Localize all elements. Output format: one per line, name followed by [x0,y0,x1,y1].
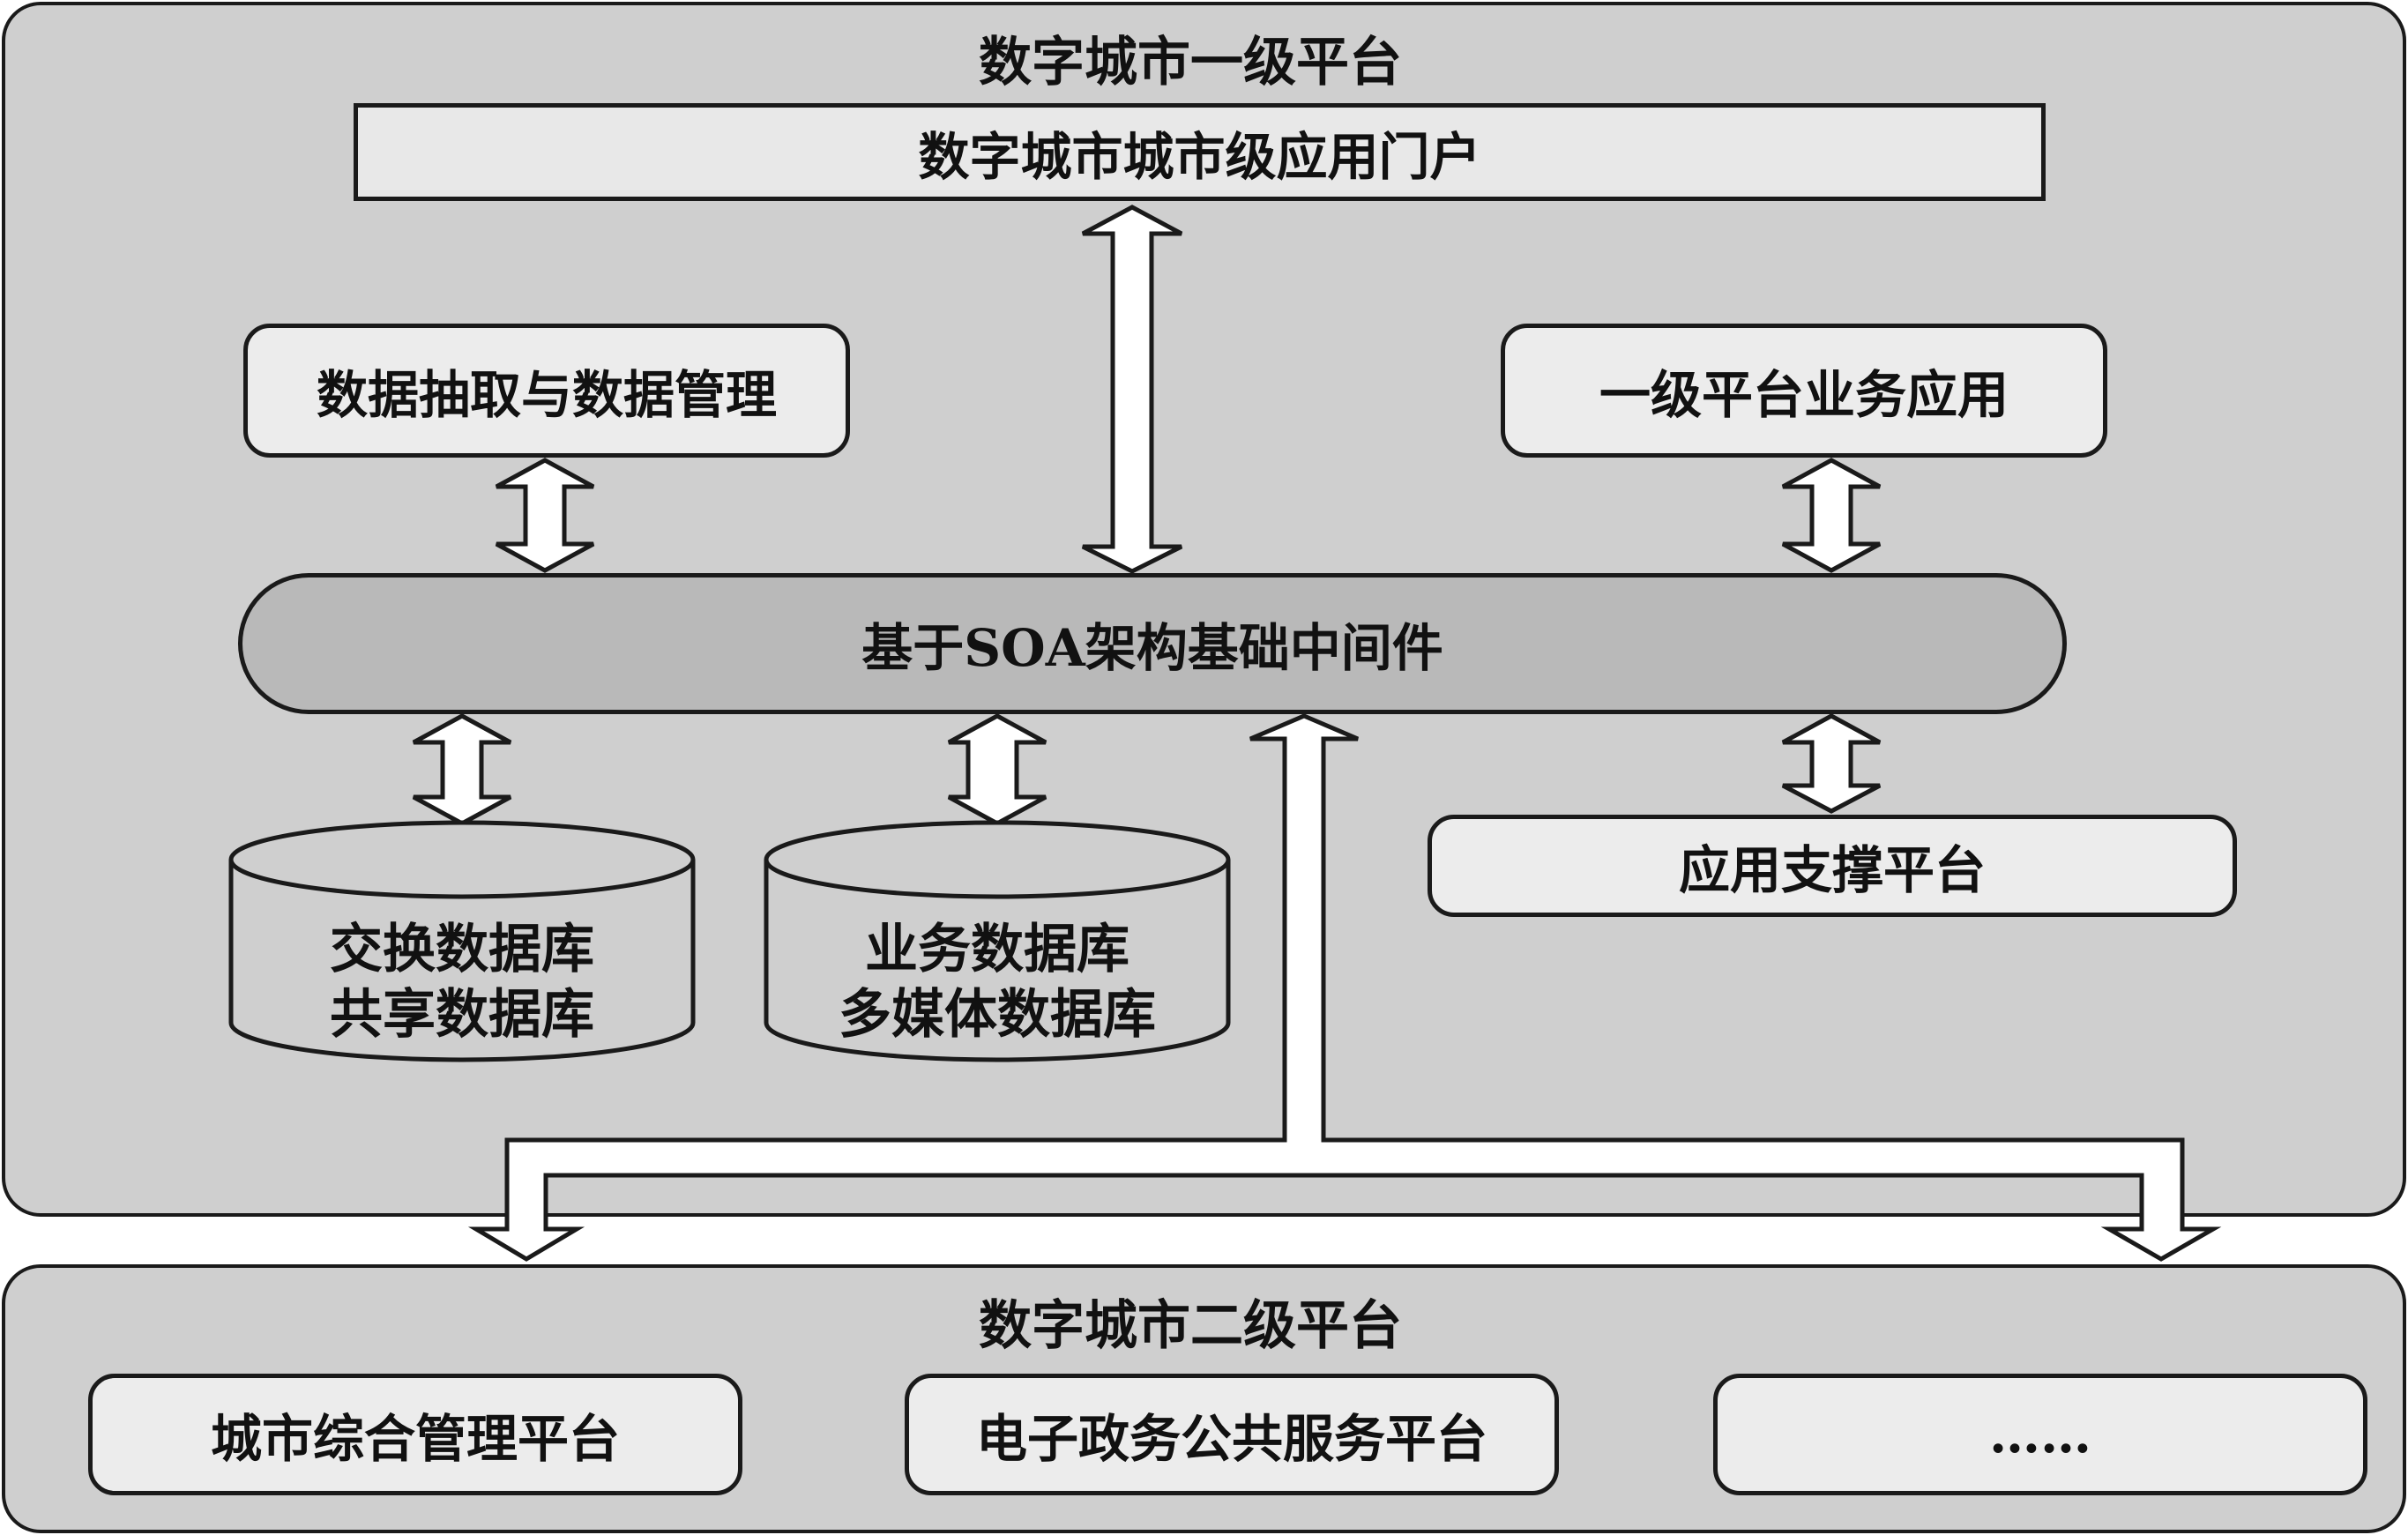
arrow-middleware-support [1781,713,1882,814]
level2-item-egov-service: 电子政务公共服务平台 [905,1374,1559,1495]
db1-line1: 交换数据库 [330,919,594,980]
db2-label: 业务数据库 多媒体数据库 [766,917,1228,1047]
arrow-extract-middleware [495,458,595,573]
middleware-bar: 基于SOA架构基础中间件 [238,573,2067,714]
db1-label: 交换数据库 共享数据库 [231,917,693,1047]
db1-line2: 共享数据库 [330,984,594,1046]
db2-line1: 业务数据库 [865,919,1129,980]
db2-line2: 多媒体数据库 [839,984,1156,1046]
level2-item-more: …… [1713,1374,2367,1495]
support-platform-box: 应用支撑平台 [1428,815,2237,917]
level2-title: 数字城市二级平台 [979,1294,1402,1357]
level1-title: 数字城市一级平台 [979,31,1402,93]
arrow-middleware-level2 [467,713,2222,1262]
arrow-middleware-db2 [947,713,1047,826]
business-app-box: 一级平台业务应用 [1501,324,2107,458]
level2-item-city-management: 城市综合管理平台 [88,1374,742,1495]
arrow-portal-middleware [1081,205,1183,574]
db-business-media [764,820,1231,1062]
arrow-middleware-db1 [412,713,512,826]
db-exchange-shared [228,820,696,1062]
data-extract-box: 数据抽取与数据管理 [243,324,850,458]
arrow-business-middleware [1781,458,1882,573]
portal-box: 数字城市城市级应用门户 [354,103,2046,201]
